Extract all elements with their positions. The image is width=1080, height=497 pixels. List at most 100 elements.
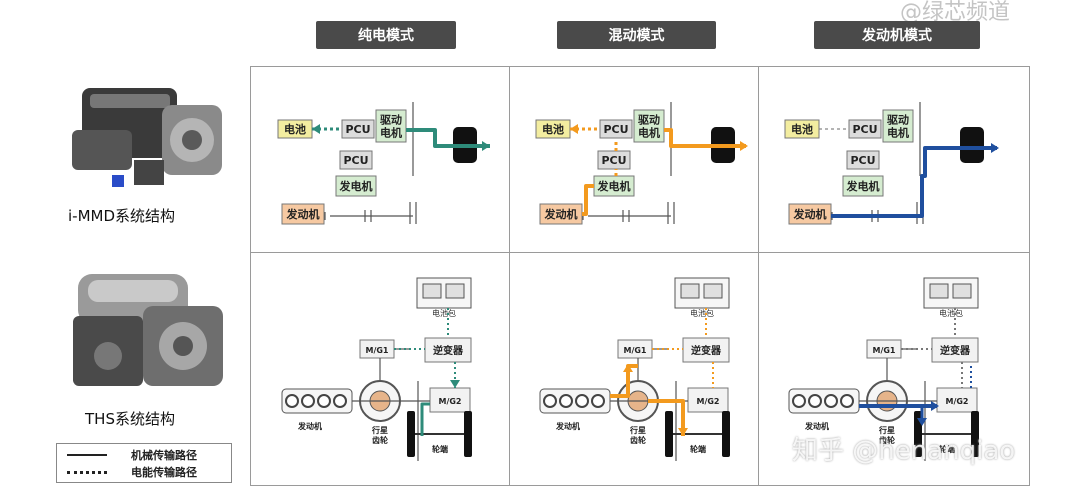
- mg1-box-label: M/G1: [623, 346, 646, 355]
- pcu-box-2: [597, 150, 631, 170]
- battery-pack-label: 电池包: [690, 308, 714, 318]
- mechanical-path: [420, 402, 430, 436]
- mechanical-path: [664, 128, 746, 148]
- planetary-label: 行星: [629, 425, 646, 435]
- arrow-head: [917, 418, 927, 426]
- legend-mechanical-label: 机械传输路径: [131, 449, 197, 462]
- generator-box-label: 发电机: [339, 179, 373, 193]
- arrow-head: [991, 143, 999, 153]
- engine-box-label: 发动机: [286, 207, 320, 221]
- immd-caption: i-MMD系统结构: [68, 207, 176, 225]
- battery-cell: [680, 283, 700, 299]
- engine-label: 发动机: [804, 421, 829, 431]
- drive-motor-box: [375, 109, 407, 143]
- pcu-box-2-label: PCU: [343, 154, 368, 167]
- mg2-box: [429, 387, 471, 413]
- ths-engine-photo: [58, 266, 238, 396]
- pcu-box-2: [339, 150, 373, 170]
- wheel-right: [464, 411, 472, 457]
- mode-header-engine: 发动机模式: [814, 21, 980, 49]
- mg2-box-label: M/G2: [696, 397, 719, 406]
- planetary-label: 行星: [371, 425, 388, 435]
- mg2-box-label: M/G2: [945, 397, 968, 406]
- pcu-box-2: [846, 150, 880, 170]
- battery-box-label: 电池: [542, 122, 564, 136]
- pcu-box-2-label: PCU: [601, 154, 626, 167]
- drive-motor-box-label: 驱动: [638, 113, 660, 127]
- cylinder: [840, 394, 854, 408]
- drive-motor-box-label: 驱动: [887, 113, 909, 127]
- arrow-head: [678, 428, 688, 436]
- pcu-box-label: PCU: [345, 123, 370, 136]
- planetary-label: 齿轮: [372, 435, 388, 445]
- wheel-label: 轮端: [432, 444, 448, 454]
- engine-label: 发动机: [297, 421, 322, 431]
- generator-box-label: 发电机: [846, 179, 880, 193]
- watermark-top: @绿芯频道: [900, 0, 1011, 25]
- mode-header-ev: 纯电模式: [316, 21, 456, 49]
- mg2-box-label: M/G2: [438, 397, 461, 406]
- mechanical-path: [831, 146, 997, 218]
- mechanical-path: [648, 399, 685, 436]
- cylinder: [333, 394, 347, 408]
- battery-cell: [929, 283, 949, 299]
- battery-box-label: 电池: [284, 122, 306, 136]
- engine-label: 发动机: [555, 421, 580, 431]
- mg2-box: [936, 387, 978, 413]
- cylinder: [559, 394, 573, 408]
- generator-box-label: 发电机: [597, 179, 631, 193]
- legend: 机械传输路径 电能传输路径: [56, 443, 232, 483]
- mechanical-path: [610, 364, 638, 398]
- wheel-label: 轮端: [690, 444, 706, 454]
- cylinder: [317, 394, 331, 408]
- pcu-box: [848, 119, 882, 139]
- inverter-box: [931, 337, 979, 363]
- legend-electrical-label: 电能传输路径: [131, 466, 197, 479]
- pcu-box-label: PCU: [852, 123, 877, 136]
- cylinder: [301, 394, 315, 408]
- mg2-box: [687, 387, 729, 413]
- battery-cell: [703, 283, 723, 299]
- inverter-box-label: 逆变器: [691, 344, 722, 357]
- pcu-box-2-label: PCU: [850, 154, 875, 167]
- ths-caption: THS系统结构: [85, 410, 175, 428]
- arrow-head: [312, 124, 320, 134]
- generator-box: [335, 175, 377, 197]
- mechanical-path: [406, 128, 490, 148]
- legend-mechanical-line: [67, 454, 107, 456]
- engine-box: [281, 203, 325, 225]
- drive-motor-box-label: 电机: [380, 126, 402, 140]
- drive-motor-box-label: 驱动: [380, 113, 402, 127]
- wheel-label: 轮端: [939, 444, 955, 454]
- immd-engine-photo: [62, 70, 240, 195]
- planetary-label: 齿轮: [630, 435, 646, 445]
- battery-pack-label: 电池包: [939, 308, 963, 318]
- cylinder: [824, 394, 838, 408]
- battery-pack-label: 电池包: [432, 308, 456, 318]
- drive-motor-box: [633, 109, 665, 143]
- arrow-head: [450, 380, 460, 388]
- watermark-bottom: 知乎 @henanqiao: [792, 436, 1016, 466]
- pcu-box-label: PCU: [603, 123, 628, 136]
- planetary-label: 行星: [878, 425, 895, 435]
- inverter-box-label: 逆变器: [940, 344, 971, 357]
- inverter-box-label: 逆变器: [433, 344, 464, 357]
- planetary-label: 齿轮: [879, 435, 895, 445]
- pcu-box: [599, 119, 633, 139]
- generator-box: [842, 175, 884, 197]
- arrow-head: [570, 124, 578, 134]
- wheel-icon: [960, 127, 984, 163]
- cylinder: [543, 394, 557, 408]
- arrow-head: [623, 364, 633, 372]
- battery-box-label: 电池: [791, 122, 813, 136]
- arrow-head: [740, 141, 748, 151]
- mode-header-hybrid: 混动模式: [557, 21, 716, 49]
- wheel-right: [722, 411, 730, 457]
- drive-motor-box-label: 电机: [638, 126, 660, 140]
- mg1-box-label: M/G1: [365, 346, 388, 355]
- drive-motor-box-label: 电机: [887, 126, 909, 140]
- arrow-head: [482, 141, 490, 151]
- cylinder: [591, 394, 605, 408]
- wheel-right: [971, 411, 979, 457]
